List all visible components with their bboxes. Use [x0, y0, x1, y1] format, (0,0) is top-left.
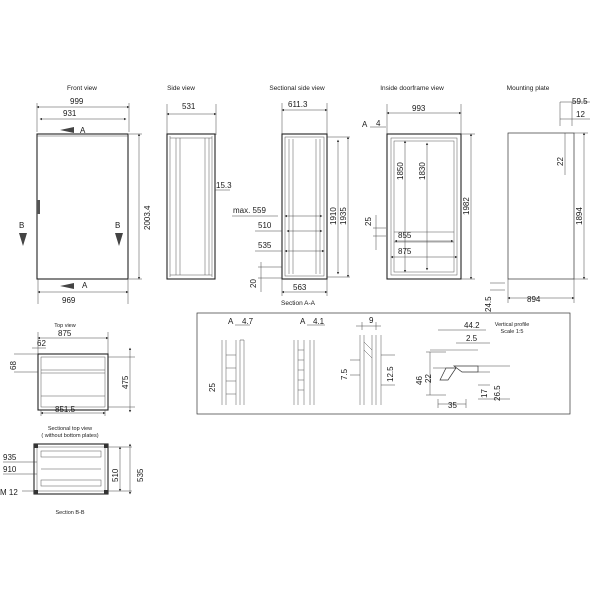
dim-id-875: 875 — [398, 247, 412, 256]
dim-mp-24-5: 24.5 — [484, 296, 493, 312]
dim-vp-17: 17 — [480, 389, 489, 398]
section-aa-title: Section A-A — [281, 300, 316, 307]
cabinet-doorframe — [386, 133, 462, 280]
dim-ss-1935: 1935 — [339, 207, 348, 225]
dim-vp-2-5: 2.5 — [466, 334, 478, 343]
dim-sa-25: 25 — [208, 383, 217, 392]
dim-id-4: 4 — [376, 119, 381, 128]
mounting-plate: Mounting plate 59.5 12 1894 22 894 24.5 — [484, 85, 590, 312]
inside-doorframe-view: Inside doorframe view 993 A 4 1850 1830 … — [362, 85, 475, 280]
dim-front-931: 931 — [63, 109, 77, 118]
detail-3: 9 7.5 12.5 — [340, 316, 395, 405]
dim-tv-68: 68 — [9, 361, 18, 370]
dim-tv-875: 875 — [58, 329, 72, 338]
label-b-right: B — [115, 221, 120, 230]
dim-ss-611: 611.3 — [288, 100, 308, 109]
dim-id-1982: 1982 — [462, 197, 471, 215]
cabinet-sectional-top — [33, 443, 109, 495]
dim-vp-22: 22 — [424, 374, 433, 383]
dim-ss-563: 563 — [293, 283, 307, 292]
dim-sa-4-7: 4.7 — [242, 317, 254, 326]
dim-id-855: 855 — [398, 231, 412, 240]
inside-doorframe-title: Inside doorframe view — [380, 85, 444, 92]
section-details: A 4.7 25 A 4.1 — [196, 312, 571, 415]
dim-tv-475: 475 — [121, 375, 130, 389]
side-view: Side view 531 15.3 — [166, 85, 232, 280]
mounting-plate-outline — [507, 132, 575, 280]
dim-front-2003: 2003.4 — [143, 205, 152, 230]
top-view-title: Top view — [54, 323, 75, 329]
dim-vp-46: 46 — [415, 376, 424, 385]
sectional-side-view-title: Sectional side view — [269, 85, 325, 92]
dim-vp-35: 35 — [448, 401, 457, 410]
dim-mp-22: 22 — [556, 157, 565, 166]
cabinet-top — [37, 353, 109, 411]
dim-id-1850: 1850 — [396, 162, 405, 180]
detail-2: A 4.1 — [293, 317, 325, 405]
dim-mp-1894: 1894 — [575, 207, 584, 225]
dim-sa-4-1: 4.1 — [313, 317, 325, 326]
label-b-left: B — [19, 221, 24, 230]
dim-st-510: 510 — [111, 468, 120, 482]
sectional-top-title-2: ( without bottom plates) — [41, 433, 98, 439]
top-view: Top view 875 62 68 475 851.5 — [9, 323, 135, 416]
dim-front-969: 969 — [62, 296, 76, 305]
dim-side-531: 531 — [182, 102, 196, 111]
cabinet-front — [36, 133, 129, 280]
dim-mp-894: 894 — [527, 295, 541, 304]
detail-1: A 4.7 25 — [208, 317, 254, 405]
dim-sa-12-5: 12.5 — [386, 366, 395, 382]
dim-ss-20: 20 — [249, 279, 258, 288]
dim-st-535: 535 — [136, 468, 145, 482]
vertical-profile-title-2: Scale 1:5 — [501, 329, 524, 335]
dim-vp-26-5: 26.5 — [493, 385, 502, 401]
label-a-top: A — [80, 126, 86, 135]
dim-tv-62: 62 — [37, 339, 46, 348]
dim-ss-510: 510 — [258, 221, 272, 230]
dim-id-1830: 1830 — [418, 162, 427, 180]
label-detail1-a: A — [228, 317, 234, 326]
section-arrow-a-top — [60, 127, 74, 133]
dim-st-910: 910 — [3, 465, 17, 474]
dim-mp-12: 12 — [576, 110, 585, 119]
dim-tv-851: 851.5 — [55, 405, 76, 414]
vertical-profile: Vertical profile Scale 1:5 44.2 2.5 46 2… — [415, 321, 529, 410]
front-view: Front view 999 931 A B B 2003.4 A 969 — [19, 85, 152, 305]
dim-mp-59-5: 59.5 — [572, 97, 588, 106]
dim-front-999: 999 — [70, 97, 84, 106]
sectional-top-view: Sectional top view ( without bottom plat… — [0, 426, 145, 516]
sectional-side-view: Sectional side view 611.3 max. 559 510 5… — [232, 85, 350, 307]
section-arrow-a-bottom — [60, 283, 74, 289]
cabinet-side — [166, 133, 216, 280]
side-view-title: Side view — [167, 85, 195, 92]
dim-ss-535: 535 — [258, 241, 272, 250]
dim-id-25: 25 — [364, 217, 373, 226]
dim-sa-9: 9 — [369, 316, 374, 325]
dim-id-993: 993 — [412, 104, 426, 113]
section-bb-title: Section B-B — [55, 510, 84, 516]
door-handle — [37, 200, 40, 214]
dim-ss-max559: max. 559 — [233, 206, 266, 215]
section-arrow-b-right — [115, 233, 123, 246]
mounting-plate-title: Mounting plate — [507, 85, 550, 92]
cabinet-section — [281, 133, 328, 280]
dim-st-935: 935 — [3, 453, 17, 462]
sectional-top-title-1: Sectional top view — [48, 426, 92, 432]
label-detail2-a: A — [300, 317, 306, 326]
dim-ss-1910: 1910 — [329, 207, 338, 225]
dim-vp-44-2: 44.2 — [464, 321, 480, 330]
label-a-bottom: A — [82, 281, 88, 290]
label-m12: M 12 — [0, 488, 18, 497]
label-id-a: A — [362, 120, 368, 129]
dim-sa-7-5: 7.5 — [340, 368, 349, 380]
section-arrow-b-left — [19, 233, 27, 246]
section-details-frame — [196, 312, 571, 415]
vertical-profile-title-1: Vertical profile — [495, 322, 530, 328]
dim-side-15-3: 15.3 — [216, 181, 232, 190]
front-view-title: Front view — [67, 85, 97, 92]
